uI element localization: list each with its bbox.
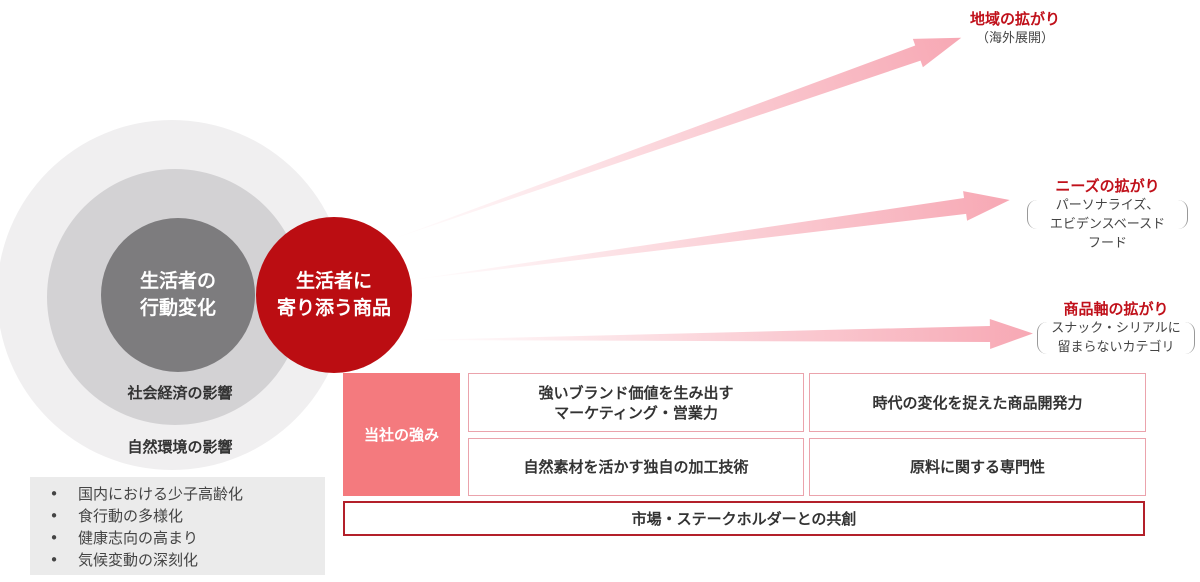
arrow-region: [390, 37, 962, 240]
label-line: 行動変化: [139, 297, 216, 319]
expansion-sub-group: スナック・シリアルに 留まらないカテゴリ: [1035, 319, 1197, 357]
expansion-sub: 留まらないカテゴリ: [1057, 340, 1175, 355]
list-item: • 食行動の多様化: [30, 505, 325, 527]
strength-product-development: 時代の変化を捉えた商品開発力: [809, 373, 1146, 432]
trend-text: 国内における少子高齢化: [78, 485, 244, 503]
trend-text: 健康志向の高まり: [78, 529, 199, 547]
natural-environment-label: 自然環境の影響: [127, 438, 233, 456]
label-line: 寄り添う商品: [276, 297, 391, 319]
label-line: 生活者の: [139, 270, 216, 292]
label-line: 生活者に: [295, 270, 372, 292]
expansion-region: 地域の拡がり （海外展開）: [935, 9, 1095, 48]
product-label: 生活者に 寄り添う商品: [256, 268, 412, 322]
bullet: •: [49, 485, 59, 503]
list-item: • 国内における少子高齢化: [30, 483, 325, 505]
expansion-title: 商品軸の拡がり: [1063, 300, 1169, 318]
paren-right: [1184, 322, 1195, 354]
expansion-sub: エビデンスベースド: [1049, 217, 1166, 232]
paren-right: [1177, 200, 1188, 229]
bullet: •: [49, 507, 59, 525]
trend-list: • 国内における少子高齢化 • 食行動の多様化 • 健康志向の高まり • 気候変動の深刻…: [30, 477, 325, 575]
bullet: •: [49, 529, 59, 547]
consumer-change-circle: [101, 218, 255, 372]
cell-line: 原料に関する専門性: [909, 458, 1045, 476]
trend-text: 食行動の多様化: [78, 507, 184, 525]
list-item: • 気候変動の深刻化: [30, 549, 325, 571]
cocreation-box: 市場・ステークホルダーとの共創: [343, 501, 1145, 536]
strengths-label: 当社の強み: [343, 373, 460, 496]
trend-text: 気候変動の深刻化: [78, 551, 199, 569]
strength-marketing: 強いブランド価値を生み出すマーケティング・営業力: [468, 373, 804, 432]
socioeconomic-label: 社会経済の影響: [127, 384, 233, 402]
expansion-product: 商品軸の拡がり スナック・シリアルに 留まらないカテゴリ: [1035, 299, 1197, 357]
paren-left: [1027, 200, 1038, 229]
expansion-sub: スナック・シリアルに: [1051, 321, 1181, 336]
expansion-title: ニーズの拡がり: [1055, 177, 1160, 195]
expansion-sub: フード: [1087, 236, 1127, 251]
expansion-title: 地域の拡がり: [969, 10, 1060, 28]
expansion-sub: （海外展開）: [975, 31, 1054, 46]
list-item: • 健康志向の高まり: [30, 527, 325, 549]
cell-line: 強いブランド価値を生み出す: [538, 383, 734, 402]
cell-line: マーケティング・営業力: [554, 403, 718, 422]
cell-line: 時代の変化を捉えた商品開発力: [872, 393, 1083, 412]
strength-processing-tech: 自然素材を活かす独自の加工技術: [468, 438, 804, 496]
product-circle: [256, 217, 412, 373]
arrow-product: [415, 318, 1033, 349]
expansion-sub-group: パーソナライズ、 エビデンスベースド フード: [1025, 196, 1190, 253]
cell-line: 自然素材を活かす独自の加工技術: [523, 458, 749, 476]
bullet: •: [49, 551, 59, 569]
strength-ingredient-expertise: 原料に関する専門性: [809, 438, 1146, 496]
consumer-change-label: 生活者の 行動変化: [101, 268, 255, 322]
expansion-sub: パーソナライズ、: [1055, 198, 1160, 213]
paren-left: [1037, 322, 1048, 354]
expansion-needs: ニーズの拡がり パーソナライズ、 エビデンスベースド フード: [1025, 176, 1190, 253]
